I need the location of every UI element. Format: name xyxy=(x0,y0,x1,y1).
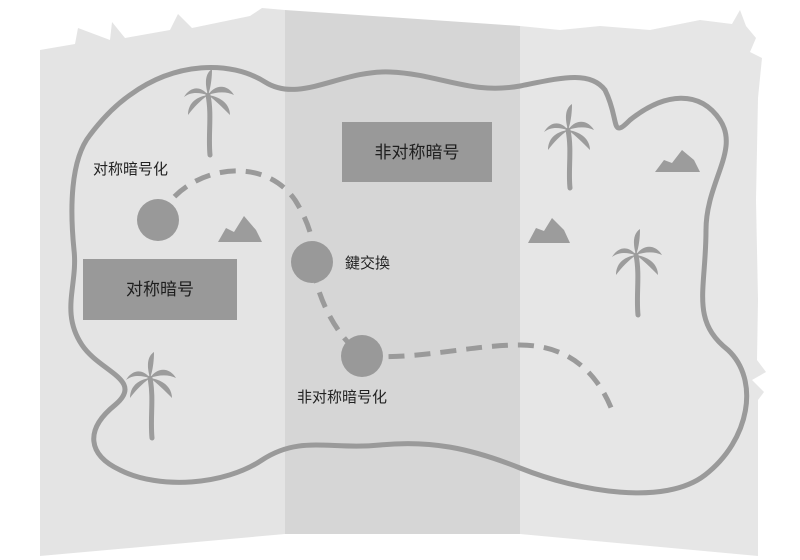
label-symmetric-encryption: 对称暗号化 xyxy=(93,160,168,178)
label-key-exchange: 鍵交換 xyxy=(345,254,390,272)
node-asymmetric-encryption xyxy=(341,335,383,377)
route-dashed-path xyxy=(157,168,615,411)
node-key-exchange xyxy=(291,241,333,283)
label-asymmetric-encryption: 非对称暗号化 xyxy=(297,388,387,406)
rock-icon xyxy=(528,218,570,243)
rock-icon xyxy=(218,216,262,242)
node-symmetric-encryption xyxy=(137,199,179,241)
box-symmetric-key xyxy=(83,259,237,320)
box-symmetric-key-label: 对称暗号 xyxy=(126,280,194,300)
right-panel xyxy=(520,10,766,556)
palm-tree-icon xyxy=(184,69,234,158)
island-outline xyxy=(68,65,750,496)
palm-tree-icon xyxy=(544,104,594,191)
palm-tree-icon xyxy=(612,229,662,318)
box-asymmetric-key xyxy=(342,122,492,182)
rock-icon xyxy=(655,150,700,172)
box-asymmetric-key-label: 非对称暗号 xyxy=(375,143,460,163)
palm-tree-icon xyxy=(126,352,176,441)
